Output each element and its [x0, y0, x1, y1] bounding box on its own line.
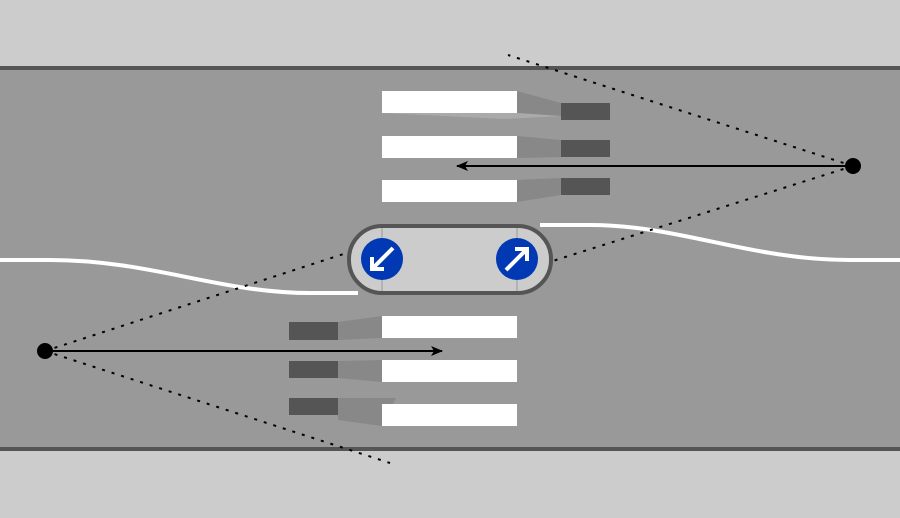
- crossing-top: [382, 91, 610, 202]
- sight-lines: [44, 54, 854, 464]
- lane-line-right: [540, 223, 900, 262]
- observer-point-left: [37, 343, 53, 359]
- arrow-up-right-icon: [496, 238, 538, 280]
- lane-line-left: [0, 258, 358, 295]
- crossing-bottom: [289, 316, 517, 426]
- arrow-down-left-icon: [361, 238, 403, 280]
- observer-point-right: [845, 158, 861, 174]
